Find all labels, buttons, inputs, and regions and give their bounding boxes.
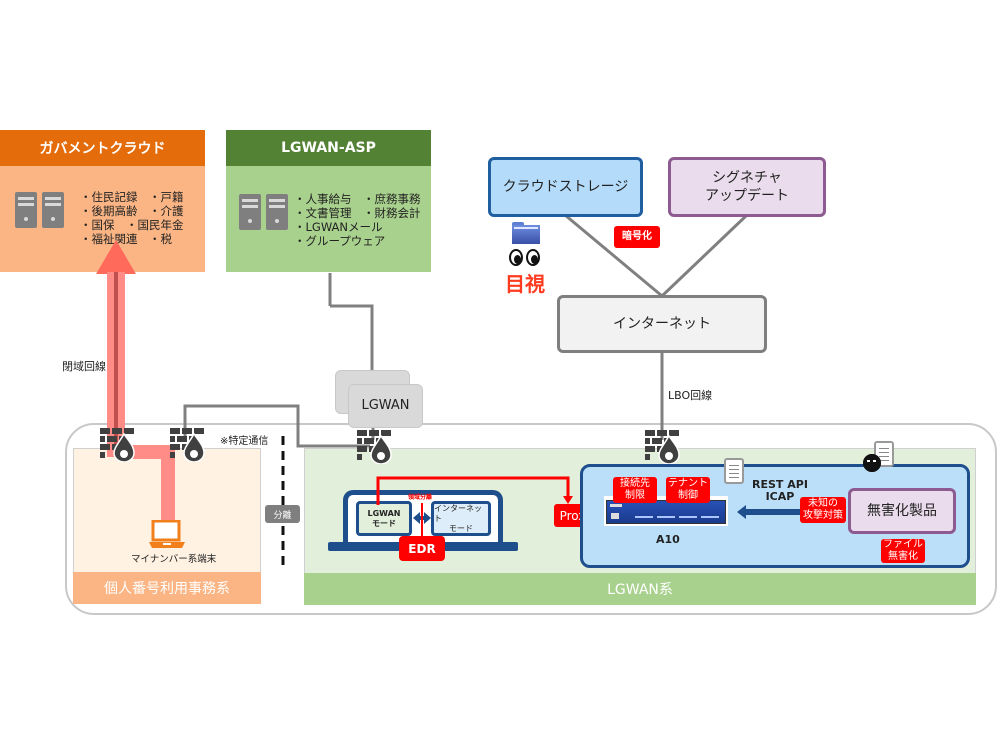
lbo-line-label: LBO回線 [668, 389, 713, 402]
internet-mode-panel: インターネット モード [431, 501, 491, 536]
a10-appliance-body [606, 500, 726, 524]
signature-update-box: シグネチャ アップデート [668, 157, 826, 217]
lgwan-network-label: LGWAN [361, 398, 410, 413]
sanitizer-label: 無害化製品 [867, 503, 937, 519]
lgwan-asp-box: LGWAN-ASP ・人事給与 ・庶務事務 ・文書管理 ・財務会計 ・LGWAN… [226, 130, 431, 272]
firewall-icon [170, 428, 205, 462]
laptop-icon [149, 520, 185, 548]
line-asp-lgwan-2 [330, 304, 374, 370]
gov-cloud-title: ガバメントクラウド [0, 130, 205, 166]
line-signature-internet [660, 213, 749, 298]
personal-zone-title: 個人番号利用事務系 [73, 572, 261, 604]
encryption-tag: 暗号化 [614, 226, 660, 248]
lgwan-mode-panel: LGWAN モード [356, 501, 412, 536]
lgwan-mode-line2: モード [372, 518, 396, 528]
internet-mode-line1: インターネット [434, 503, 482, 523]
closed-line-label: 閉域回線 [62, 360, 106, 373]
cloud-storage-label: クラウドストレージ [502, 179, 629, 195]
lgwan-asp-services: ・人事給与 ・庶務事務 ・文書管理 ・財務会計 ・LGWANメール ・グループウ… [294, 192, 421, 248]
lgwan-mode-line1: LGWAN [367, 508, 401, 518]
server-icon [266, 194, 288, 230]
a10-label: A10 [656, 533, 680, 546]
file-sanitization-tag: ファイル 無害化 [881, 539, 925, 563]
rest-api-label: REST API ICAP [752, 478, 808, 503]
internet-box: インターネット [557, 295, 767, 353]
gov-cloud-services: ・住民記録 ・戸籍 ・後期高齢 ・介護 ・国保 ・国民年金 ・福祉関連 ・税 [80, 190, 184, 246]
unknown-attack-tag: 未知の 攻撃対策 [800, 497, 846, 523]
folder-icon [512, 222, 540, 244]
signature-line1: シグネチャ [712, 170, 782, 186]
document-icon [724, 458, 744, 484]
firewall-icon [100, 428, 135, 462]
eyes-icon [509, 249, 543, 267]
server-icon [42, 192, 64, 228]
tenant-control-tag: テナント 制御 [666, 477, 710, 503]
lgwan-zone-title: LGWAN系 [304, 573, 976, 605]
internet-label: インターネット [613, 316, 711, 332]
edr-badge: EDR [399, 536, 445, 561]
firewall-icon [645, 430, 680, 464]
server-icon [239, 194, 261, 230]
cloud-storage-box: クラウドストレージ [488, 157, 643, 217]
isolation-label: 領域分離 [408, 494, 433, 501]
connection-restriction-tag: 接続先 制限 [613, 477, 657, 503]
firewall-icon [357, 430, 392, 464]
signature-line2: アップデート [705, 188, 789, 204]
special-comm-label: ※特定通信 [220, 436, 269, 447]
lgwan-asp-title: LGWAN-ASP [226, 130, 431, 166]
gov-cloud-box: ガバメントクラウド ・住民記録 ・戸籍 ・後期高齢 ・介護 ・国保 ・国民年金 … [0, 130, 205, 272]
internet-mode-line2: モード [449, 523, 473, 533]
separation-badge: 分離 [265, 505, 300, 523]
lgwan-network-box: LGWAN [348, 384, 423, 428]
malware-icon [863, 454, 881, 472]
server-icon [15, 192, 37, 228]
visual-check-label: 目視 [505, 272, 545, 296]
mynumber-terminal-label: マイナンバー系端末 [131, 554, 217, 565]
sanitizer-box: 無害化製品 [848, 488, 956, 534]
